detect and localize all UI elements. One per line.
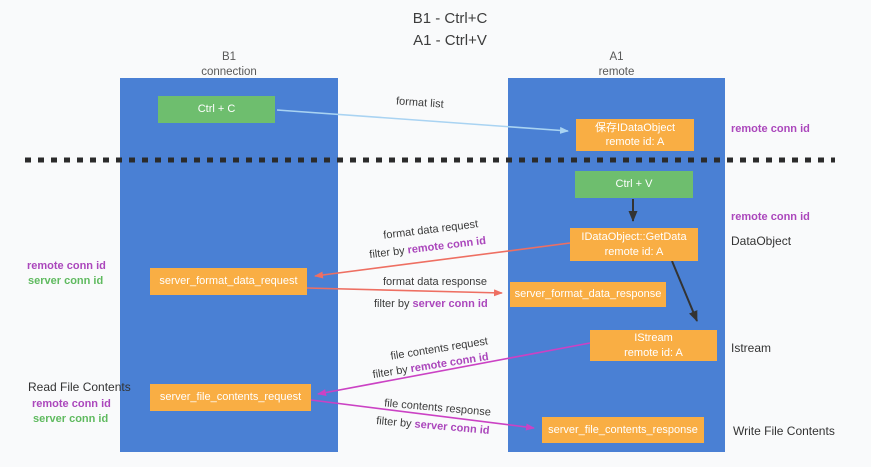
filter-by-text: filter by: [374, 298, 410, 310]
remote-conn-id-text: remote conn id: [406, 234, 487, 257]
right-column-role: remote: [598, 65, 635, 78]
right-remote-conn-id-mid: remote conn id: [731, 211, 810, 223]
write-file-contents-annotation: Write File Contents: [733, 424, 835, 438]
dataobject-annotation: DataObject: [731, 234, 792, 248]
ctrl-c-label: Ctrl + C: [197, 103, 236, 116]
save-dataobject-box: 保存IDataObject remote id: A: [576, 119, 694, 151]
left-remote-conn-id-1: remote conn id: [27, 260, 106, 272]
ctrl-v-label: Ctrl + V: [615, 178, 653, 191]
read-file-contents-annotation: Read File Contents: [28, 380, 131, 394]
server-format-data-request-label: server_format_data_request: [159, 275, 298, 288]
getdata-box: IDataObject::GetData remote id: A: [570, 228, 698, 261]
istream-line1: IStream: [634, 332, 673, 345]
istream-annotation: Istream: [731, 341, 772, 355]
left-remote-conn-id-2: remote conn id: [32, 398, 111, 410]
server-conn-id-text: server conn id: [412, 298, 488, 310]
ctrl-v-box: Ctrl + V: [575, 171, 693, 198]
getdata-line2: remote id: A: [604, 245, 664, 258]
right-remote-conn-id-top: remote conn id: [731, 123, 810, 135]
server-file-contents-request-box: server_file_contents_request: [150, 384, 311, 411]
istream-line2: remote id: A: [624, 346, 683, 359]
left-column-role: connection: [201, 65, 257, 78]
diagram-title: B1 - Ctrl+C A1 - Ctrl+V: [300, 8, 600, 52]
format-list-label: format list: [395, 95, 445, 111]
left-server-conn-id-2: server conn id: [33, 413, 109, 425]
server-format-data-request-box: server_format_data_request: [150, 268, 307, 295]
getdata-line1: IDataObject::GetData: [581, 231, 687, 244]
save-dataobject-line1: 保存IDataObject: [594, 121, 676, 134]
file-contents-response-label: file contents response: [383, 397, 492, 419]
ctrl-c-box: Ctrl + C: [158, 96, 275, 123]
left-column-header: B1 connection: [120, 50, 338, 80]
server-conn-id-text: server conn id: [414, 418, 490, 437]
save-dataobject-line2: remote id: A: [605, 136, 665, 148]
server-file-contents-response-label: server_file_contents_response: [548, 423, 698, 436]
filter-by-text: filter by: [375, 415, 413, 431]
filter-by-text: filter by: [371, 363, 409, 382]
format-data-response-label: format data response: [383, 276, 487, 288]
server-file-contents-request-label: server_file_contents_request: [159, 391, 302, 404]
title-line-2: A1 - Ctrl+V: [413, 31, 487, 49]
left-column-name: B1: [221, 51, 237, 63]
server-format-data-response-label: server_format_data_response: [514, 288, 662, 301]
right-column-name: A1: [609, 51, 624, 63]
title-line-1: B1 - Ctrl+C: [412, 10, 488, 27]
right-column-header: A1 remote: [508, 50, 725, 80]
filter-by-text: filter by: [368, 244, 406, 262]
istream-box: IStream remote id: A: [590, 330, 717, 361]
left-server-conn-id-1: server conn id: [28, 275, 104, 287]
server-format-data-response-box: server_format_data_response: [510, 282, 666, 307]
server-file-contents-response-box: server_file_contents_response: [542, 417, 704, 443]
